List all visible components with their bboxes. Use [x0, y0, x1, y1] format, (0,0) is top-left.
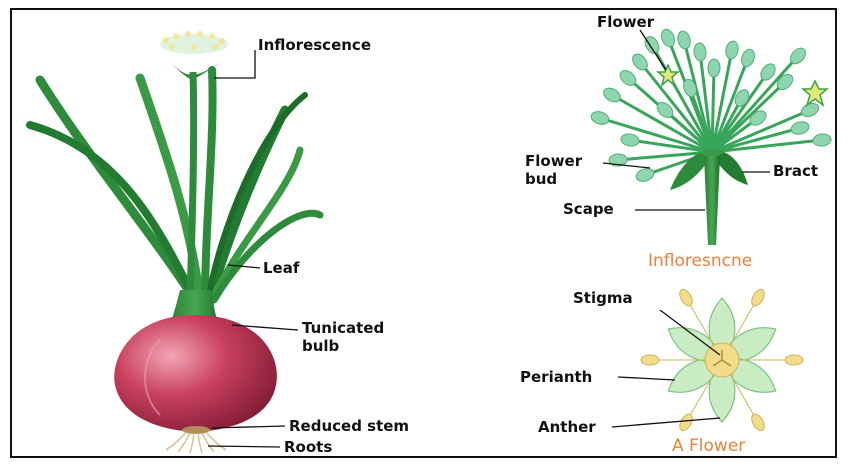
flower-bud	[676, 30, 692, 50]
onion-bulb	[114, 315, 277, 432]
flower-bud	[659, 27, 677, 48]
flower-bud	[601, 85, 623, 104]
label-inflorescence: Inflorescence	[258, 37, 371, 54]
caption-a-flower: A Flower	[672, 436, 745, 456]
onion-plant	[30, 31, 320, 453]
flower-bud	[739, 47, 757, 68]
flower-bud	[724, 40, 739, 60]
anther	[785, 355, 803, 365]
label-tunicated-bulb-1: Tunicated	[302, 320, 384, 337]
open-flower-2	[803, 81, 827, 105]
flower-bud	[708, 59, 720, 77]
label-stigma: Stigma	[573, 290, 633, 307]
anther	[749, 412, 767, 433]
anther	[677, 412, 695, 433]
flower-bud	[590, 110, 611, 127]
caption-inflorescence: Infloresncne	[648, 251, 752, 271]
roots	[166, 432, 226, 453]
flower-bud	[635, 166, 656, 183]
inflorescence-detail	[590, 27, 832, 245]
label-tunicated-bulb-2: bulb	[302, 338, 339, 355]
anther	[749, 287, 767, 308]
label-flower-bud-1: Flower	[525, 153, 582, 170]
label-anther: Anther	[538, 419, 596, 436]
label-scape: Scape	[563, 201, 614, 218]
label-reduced-stem: Reduced stem	[289, 418, 409, 435]
open-flower-1	[658, 65, 678, 85]
label-flower: Flower	[597, 14, 654, 31]
anther	[641, 355, 659, 365]
flower-bud	[790, 120, 811, 136]
flower-detail	[641, 287, 803, 432]
flower-bud	[620, 133, 640, 147]
anther	[677, 287, 695, 308]
label-leaf: Leaf	[263, 260, 299, 277]
label-perianth: Perianth	[520, 369, 592, 386]
inflorescence-scape	[704, 156, 720, 245]
label-flower-bud-2: bud	[525, 171, 557, 188]
label-roots: Roots	[284, 439, 332, 456]
scape-stalk	[190, 72, 194, 300]
flower-bud	[812, 133, 831, 147]
label-bract: Bract	[773, 163, 818, 180]
flower-bud	[693, 42, 707, 61]
